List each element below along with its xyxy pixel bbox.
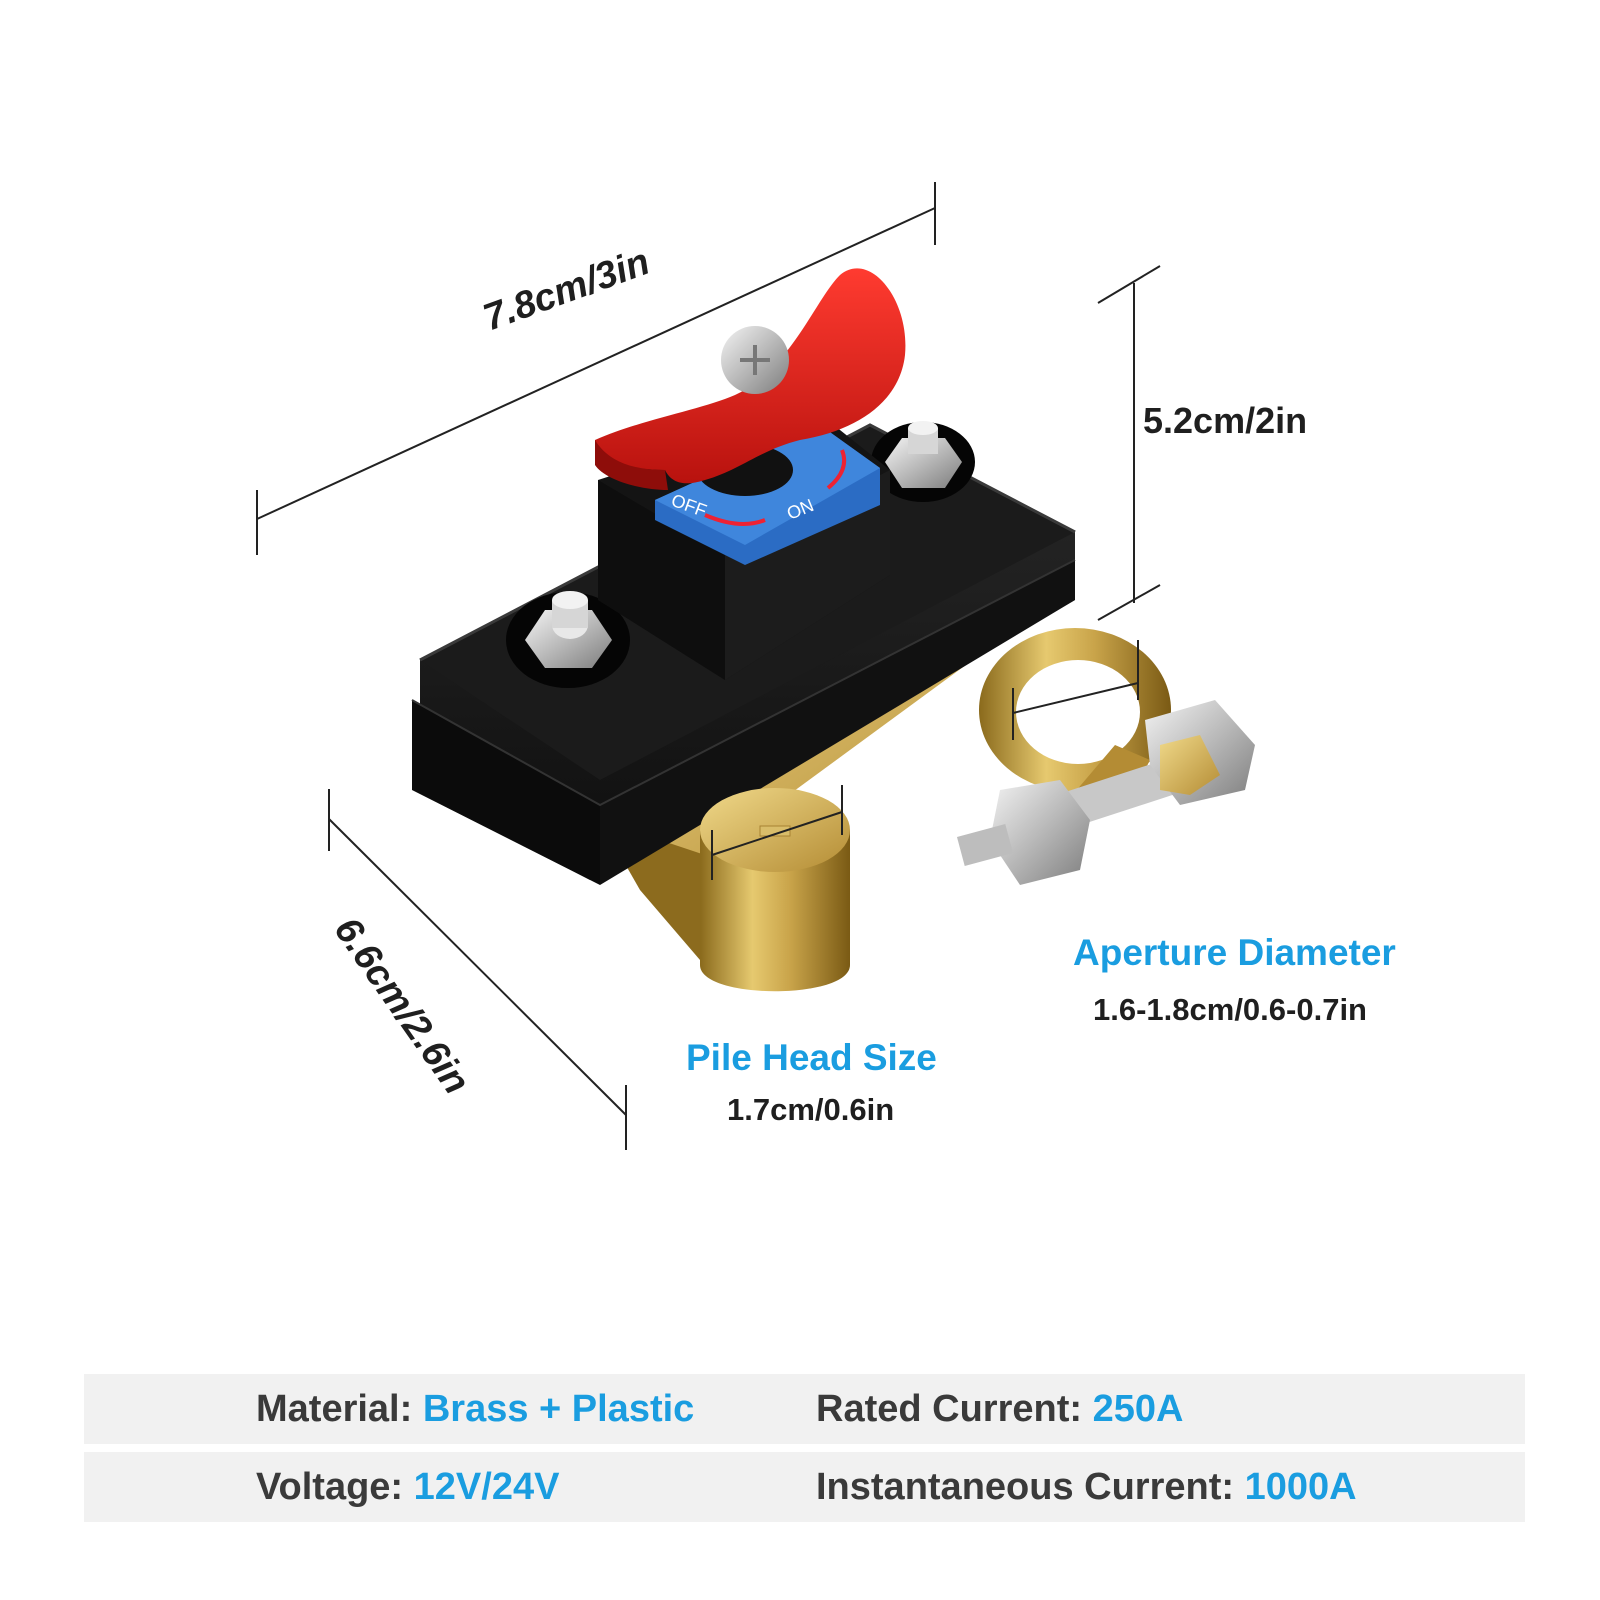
pile-head-measure-line xyxy=(711,811,843,856)
pile-head-post xyxy=(700,788,850,992)
voltage-value: 12V/24V xyxy=(413,1466,560,1508)
material-label: Material: xyxy=(256,1388,413,1430)
red-rotary-knob xyxy=(595,268,906,496)
pile-head-size-value: 1.7cm/0.6in xyxy=(727,1092,895,1127)
spec-row: Voltage: 12V/24V Instantaneous Current: … xyxy=(84,1452,1525,1522)
voltage-label: Voltage: xyxy=(256,1466,404,1508)
spec-row: Material: Brass + Plastic Rated Current:… xyxy=(84,1374,1525,1444)
voltage-spec: Voltage: 12V/24V xyxy=(256,1466,559,1509)
instantaneous-current-value: 1000A xyxy=(1244,1466,1357,1508)
material-spec: Material: Brass + Plastic xyxy=(256,1388,694,1431)
rated-current-value: 250A xyxy=(1092,1388,1184,1430)
height-dimension-line xyxy=(1097,265,1161,621)
spec-panel: Material: Brass + Plastic Rated Current:… xyxy=(84,1374,1525,1524)
aperture-diameter-title: Aperture Diameter xyxy=(1073,932,1396,973)
material-value: Brass + Plastic xyxy=(422,1388,695,1430)
ring-clamp xyxy=(956,628,1255,885)
rated-current-label: Rated Current: xyxy=(816,1388,1083,1430)
rated-current-spec: Rated Current: 250A xyxy=(816,1388,1183,1431)
right-terminal-bolt xyxy=(871,421,975,502)
width-dimension-line xyxy=(256,182,936,555)
instantaneous-current-label: Instantaneous Current: xyxy=(816,1466,1235,1508)
left-terminal-bolt xyxy=(506,591,630,688)
depth-dimension-line xyxy=(328,789,627,1150)
height-dimension-label: 5.2cm/2in xyxy=(1143,400,1308,441)
pile-head-size-title: Pile Head Size xyxy=(686,1037,937,1078)
instantaneous-current-spec: Instantaneous Current: 1000A xyxy=(816,1466,1357,1509)
aperture-diameter-value: 1.6-1.8cm/0.6-0.7in xyxy=(1093,992,1367,1027)
aperture-measure-line xyxy=(1012,682,1139,714)
